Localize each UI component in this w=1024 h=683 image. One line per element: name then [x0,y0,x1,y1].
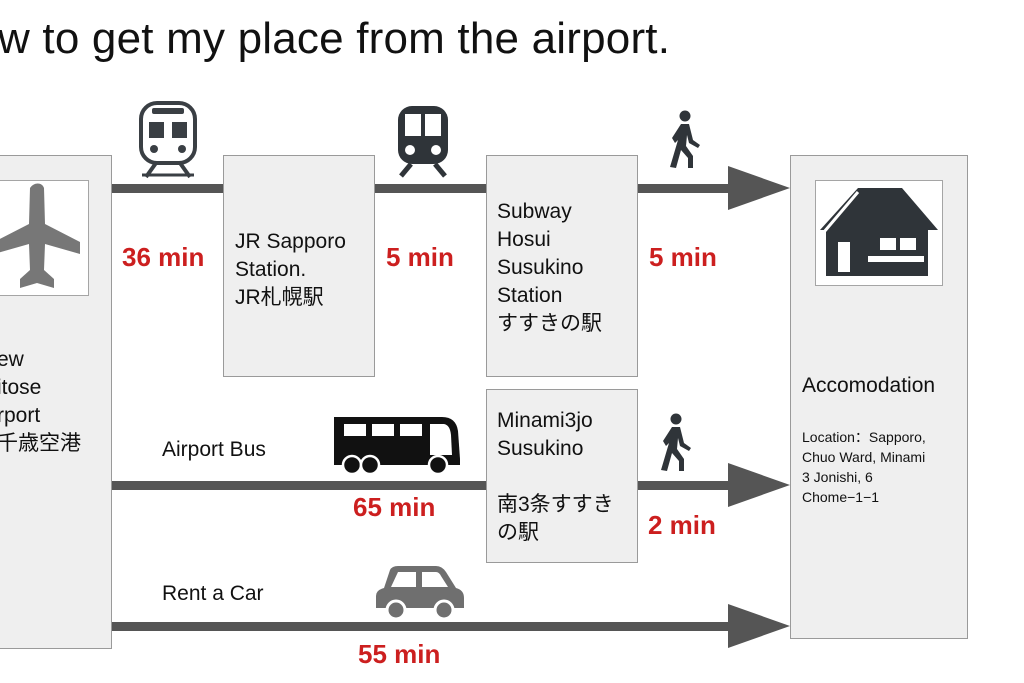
bus-line-2 [637,481,737,490]
airport-bus-label: Airport Bus [162,438,266,461]
train-leg3-duration: 5 min [649,242,717,272]
bus-walk-duration: 2 min [648,510,716,540]
bus-arrowhead [728,463,790,507]
airplane-icon [0,183,80,288]
subway-icon [398,106,448,178]
airport-label: ew itose rport 千歳空港 [0,348,81,455]
train-icon [139,101,197,179]
walking-person-icon [670,110,700,168]
train-line-2 [375,184,487,193]
subway-hosui-station-label: Subway Hosui Susukino Station すすきの駅 [497,200,602,335]
train-arrowhead [728,166,790,210]
walking-person-icon [661,413,691,471]
car-icon [376,566,464,621]
accommodation-title: Accomodation [802,374,936,397]
rent-a-car-label: Rent a Car [162,582,264,605]
car-line [112,622,737,631]
train-line-1 [112,184,224,193]
page-title: w to get my place from the airport. [0,14,671,63]
accommodation-location: Location：Sapporo, Chuo Ward, Minami 3 Jo… [802,429,926,505]
house-icon [820,188,938,276]
jr-sapporo-station-box [223,155,375,377]
subway-hosui-station-box [486,155,638,377]
train-line-3 [637,184,737,193]
car-duration: 55 min [358,639,441,669]
minami3jo-station-box [486,389,638,563]
train-leg2-duration: 5 min [386,242,454,272]
bus-duration: 65 min [353,492,436,522]
train-leg1-duration: 36 min [122,242,205,272]
minami3jo-station-label: Minami3jo Susukino 南3条すすき の駅 [497,409,614,544]
jr-sapporo-station-label: JR Sapporo Station. JR札幌駅 [235,230,346,309]
bus-line-1 [112,481,487,490]
bus-icon [334,417,460,476]
car-arrowhead [728,604,790,648]
